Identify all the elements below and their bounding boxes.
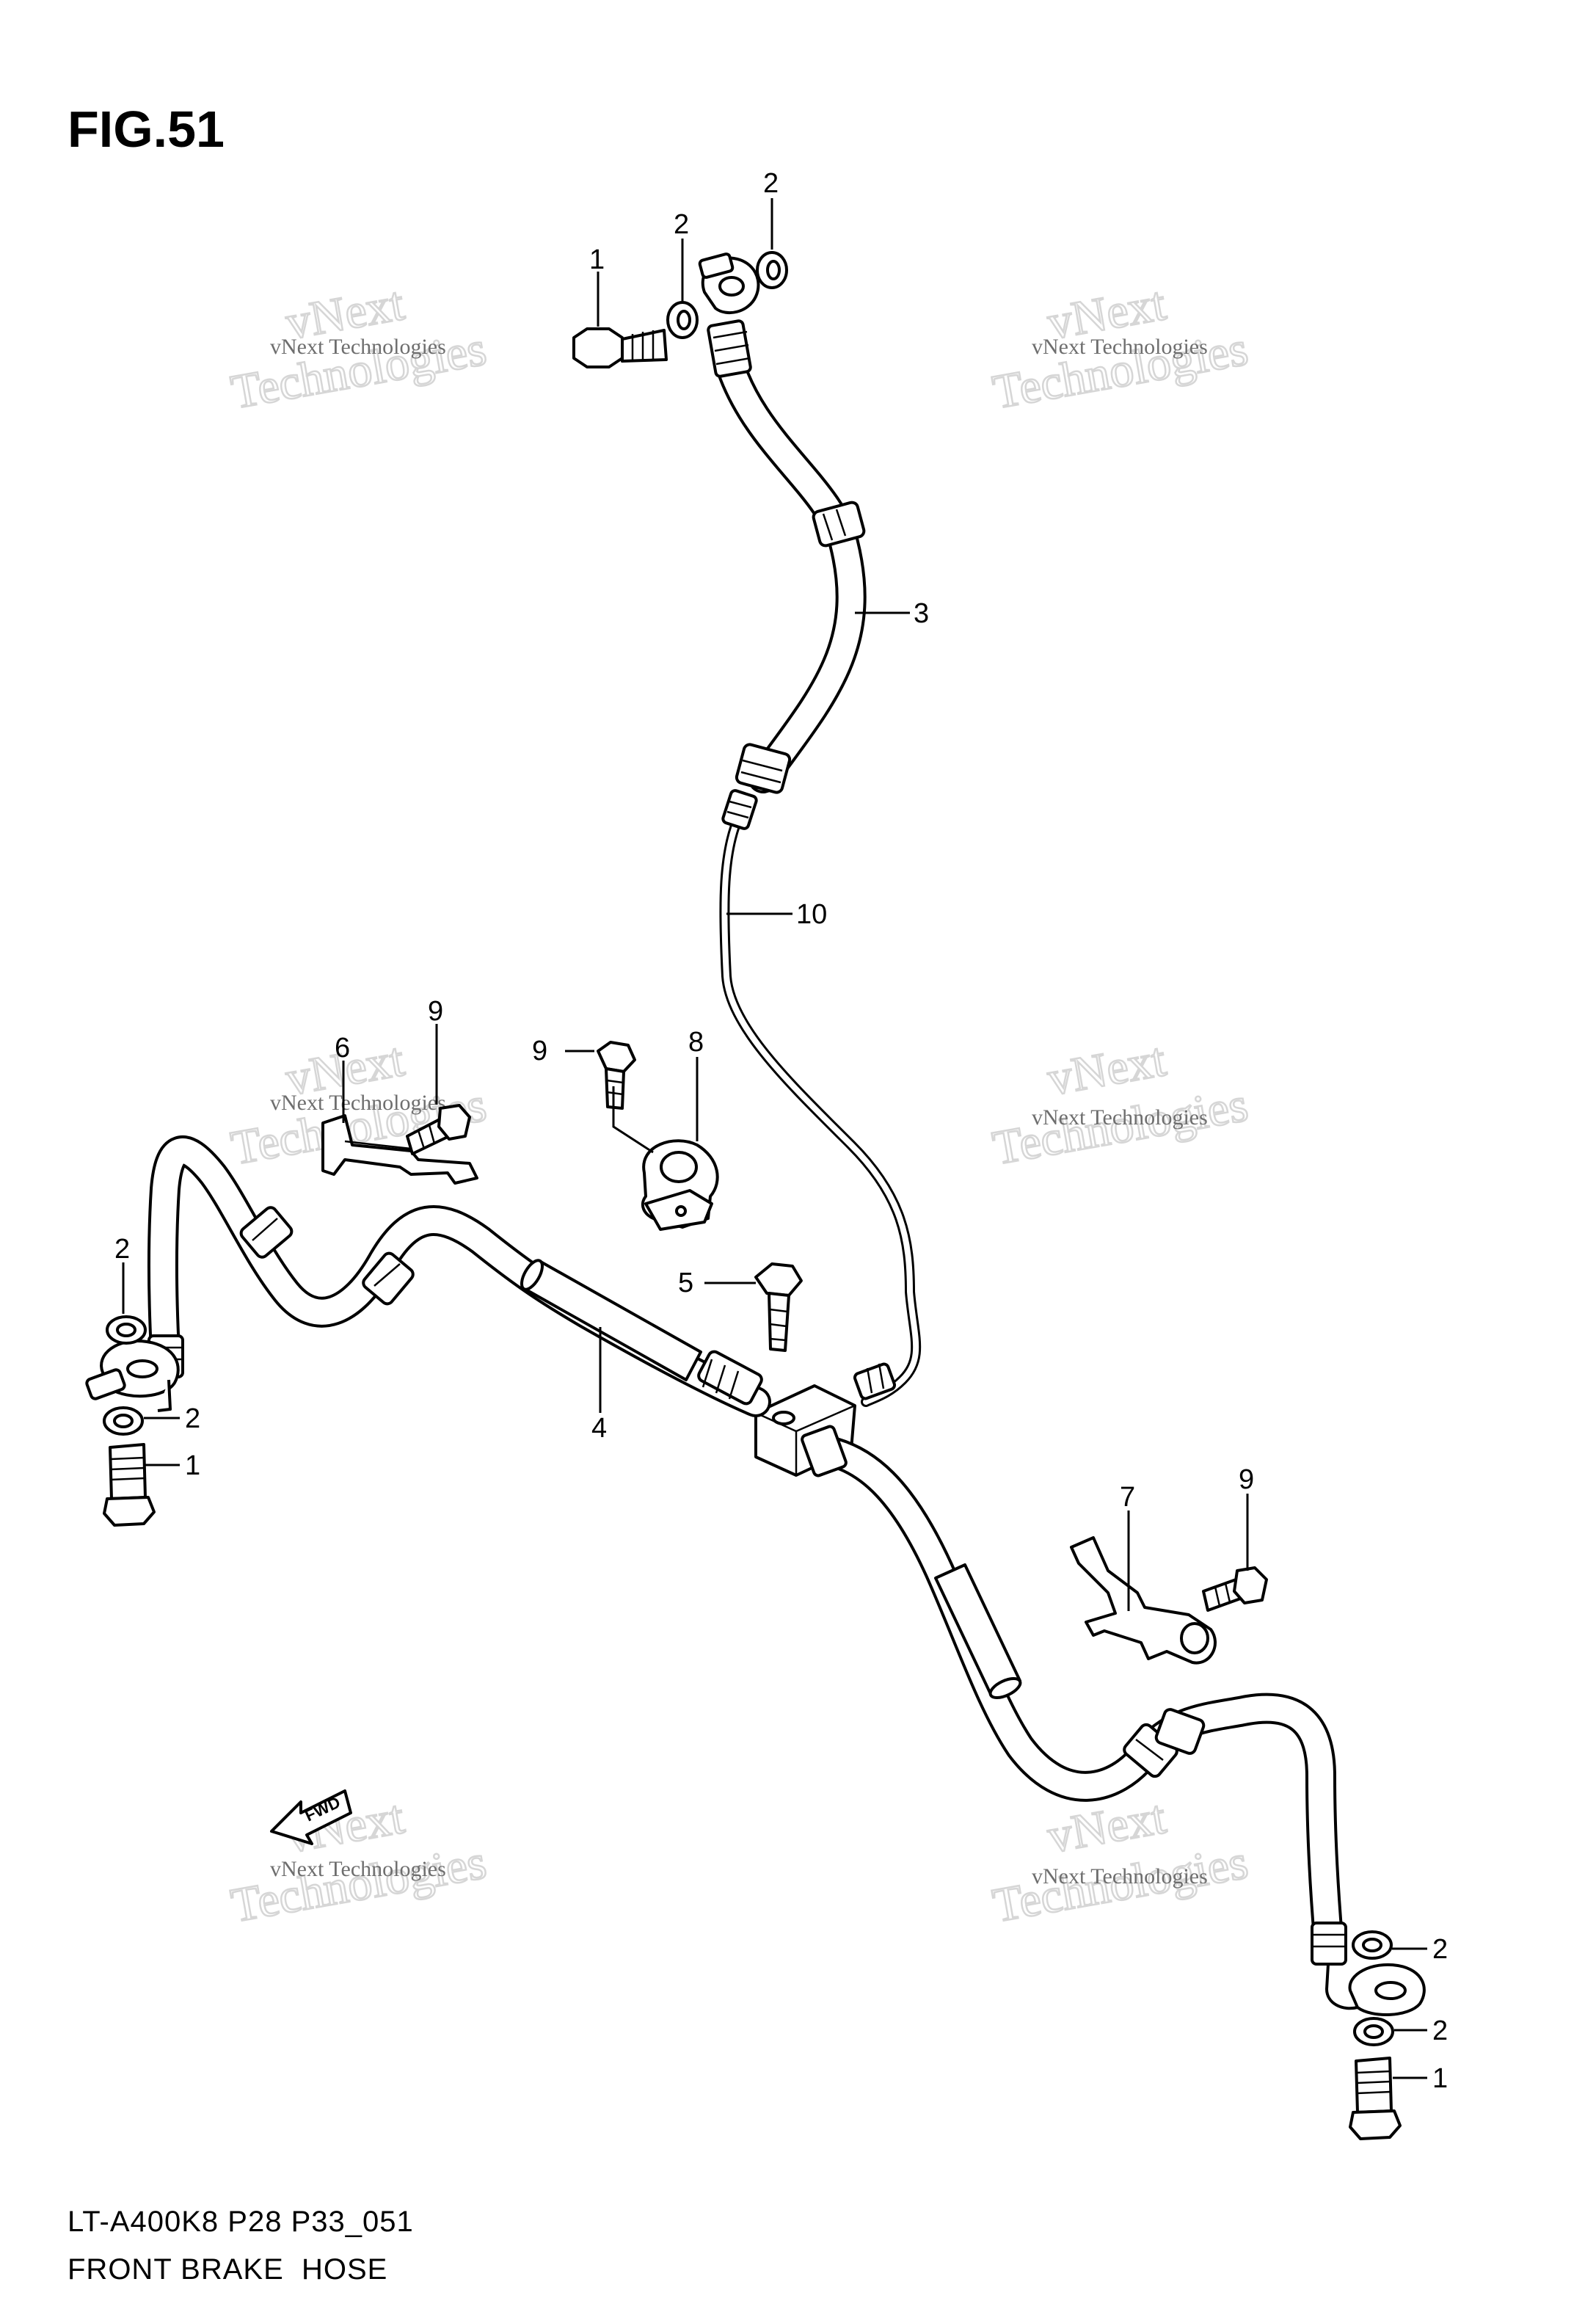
washer-left-2[interactable] [103, 1406, 144, 1436]
callout-3: 3 [914, 598, 929, 629]
fwd-arrow-icon: FWD [270, 1789, 352, 1845]
watermark-small-text: vNext Technologies [270, 1091, 446, 1115]
washer-right-1[interactable] [1352, 1930, 1393, 1960]
bracket-bolt-left[interactable] [406, 1104, 471, 1155]
banjo-bolt-top[interactable] [572, 327, 668, 368]
callout-4: 4 [591, 1413, 607, 1444]
banjo-bolt-left[interactable] [103, 1443, 156, 1527]
model-code: LT-A400K8 P28 P33_051 [68, 2206, 414, 2238]
callout-8: 8 [688, 1027, 704, 1058]
washer-left-1[interactable] [106, 1315, 147, 1345]
leader-lines [122, 198, 1427, 2079]
bracket-right[interactable] [1070, 1536, 1217, 1665]
watermark-small-text: vNext Technologies [1032, 335, 1208, 359]
callout-2: 2 [674, 209, 689, 240]
callout-9: 9 [532, 1036, 547, 1066]
callout-2: 2 [1432, 1934, 1448, 1965]
callout-2: 2 [1432, 2015, 1448, 2046]
callout-1: 1 [1432, 2063, 1448, 2094]
joint-bolt[interactable] [754, 1262, 803, 1352]
callout-1: 1 [185, 1450, 200, 1481]
watermark-small-text: vNext Technologies [1032, 1105, 1208, 1130]
callout-7: 7 [1120, 1482, 1135, 1513]
callout-9: 9 [428, 996, 443, 1027]
bracket-bolt-right[interactable] [1202, 1566, 1268, 1612]
washer-right-2[interactable] [1353, 2017, 1394, 2046]
watermark: vNext Technologies vNext Technologies vN… [226, 276, 1253, 1934]
watermark-small-text: vNext Technologies [270, 335, 446, 359]
callout-2: 2 [763, 168, 779, 199]
diagram-title: FRONT BRAKE HOSE [68, 2253, 387, 2286]
washer-top-1[interactable] [666, 301, 699, 339]
watermark-small-text: vNext Technologies [270, 1857, 446, 1881]
figure-label: FIG.51 [68, 101, 225, 158]
callout-9: 9 [1239, 1464, 1254, 1495]
clamp-bolt[interactable] [597, 1041, 636, 1110]
watermark-bottom-right: vNext Technologies [988, 1789, 1253, 1934]
callout-6: 6 [335, 1033, 350, 1064]
watermark-mid-right: vNext Technologies [988, 1032, 1253, 1177]
upper-brake-hose[interactable] [698, 252, 867, 794]
washer-top-2[interactable] [756, 251, 788, 289]
brake-pipe[interactable] [719, 789, 922, 1407]
hose-clamp[interactable] [641, 1139, 719, 1231]
callout-2: 2 [114, 1234, 130, 1265]
callout-10: 10 [796, 899, 827, 930]
callout-5: 5 [678, 1268, 693, 1298]
watermark-small-text: vNext Technologies [1032, 1864, 1208, 1889]
banjo-bolt-right[interactable] [1349, 2057, 1402, 2140]
left-brake-hose[interactable] [85, 1135, 771, 1417]
right-brake-hose[interactable] [801, 1425, 1426, 2016]
watermark-bottom-left: vNext Technologies [226, 1789, 491, 1934]
callout-2: 2 [185, 1403, 200, 1434]
callout-numbers: 1 2 2 3 10 9 6 9 8 2 5 2 1 4 7 9 2 2 1 [114, 168, 1448, 2094]
callout-1: 1 [589, 244, 605, 275]
bracket-left[interactable] [321, 1114, 478, 1185]
